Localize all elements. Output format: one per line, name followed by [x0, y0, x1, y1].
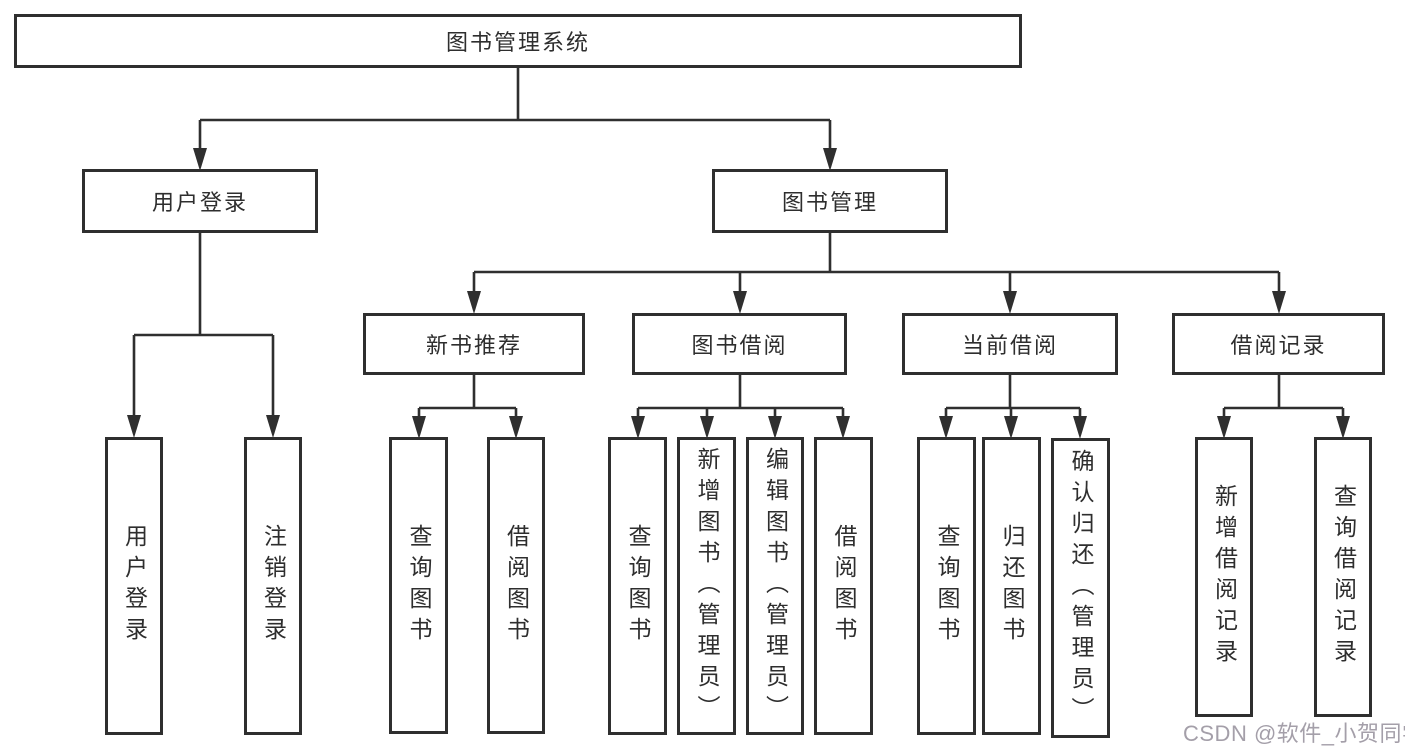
leaf-current-confirm-return-admin: 确认归还（管理员）	[1051, 438, 1110, 738]
leaf-borrowing-borrow-books: 借阅图书	[814, 437, 873, 735]
connector-book-borrowing-children	[631, 375, 850, 439]
node-borrowing-records: 借阅记录	[1172, 313, 1385, 375]
node-new-book-recommendation: 新书推荐	[363, 313, 585, 375]
node-label: 编辑图书（管理员）	[762, 446, 788, 726]
leaf-current-return-books: 归还图书	[982, 437, 1041, 735]
leaf-logout: 注销登录	[244, 437, 302, 735]
node-label: 借阅记录	[1230, 333, 1327, 358]
node-user-login: 用户登录	[82, 169, 318, 233]
leaf-recommend-borrow-books: 借阅图书	[487, 437, 545, 734]
node-book-management: 图书管理	[712, 169, 948, 233]
watermark-text: CSDN @软件_小贺同学	[1183, 721, 1405, 746]
node-label: 当前借阅	[961, 333, 1058, 358]
node-current-borrowing: 当前借阅	[902, 313, 1118, 375]
node-label: 查询借阅记录	[1330, 484, 1356, 670]
node-label: 借阅图书	[831, 524, 856, 648]
node-label: 新书推荐	[425, 333, 522, 358]
leaf-recommend-query-books: 查询图书	[389, 437, 448, 734]
node-label: 确认归还（管理员）	[1068, 448, 1093, 728]
node-book-borrowing: 图书借阅	[632, 313, 847, 375]
connector-borrowing-records-children	[1217, 375, 1350, 439]
leaf-borrowing-add-books-admin: 新增图书（管理员）	[677, 437, 736, 735]
connector-new-book-recommendation-children	[412, 375, 523, 439]
node-label: 新增借阅记录	[1211, 484, 1237, 670]
node-label: 用户登录	[121, 524, 147, 648]
connector-root-to-level2	[193, 68, 837, 171]
node-label: 图书管理系统	[445, 30, 590, 55]
node-label: 用户登录	[151, 190, 248, 215]
node-label: 查询图书	[406, 523, 431, 648]
node-label: 查询图书	[625, 524, 650, 648]
leaf-borrowing-query-books: 查询图书	[608, 437, 667, 735]
node-root: 图书管理系统	[14, 14, 1022, 68]
connector-user-login-children	[127, 233, 280, 438]
node-label: 新增图书（管理员）	[694, 446, 719, 726]
leaf-borrowing-edit-books-admin: 编辑图书（管理员）	[746, 437, 804, 735]
node-label: 归还图书	[999, 524, 1024, 648]
leaf-records-add-record: 新增借阅记录	[1195, 437, 1253, 717]
leaf-records-query-record: 查询借阅记录	[1314, 437, 1372, 717]
leaf-current-query-books: 查询图书	[917, 437, 976, 735]
node-label: 注销登录	[260, 524, 286, 648]
node-label: 查询图书	[934, 524, 959, 648]
node-label: 图书管理	[781, 190, 878, 215]
connector-book-mgmt-to-groups	[467, 233, 1286, 314]
connector-current-borrowing-children	[939, 375, 1087, 439]
node-label: 图书借阅	[691, 333, 788, 358]
leaf-user-login: 用户登录	[105, 437, 163, 735]
node-label: 借阅图书	[503, 523, 529, 648]
